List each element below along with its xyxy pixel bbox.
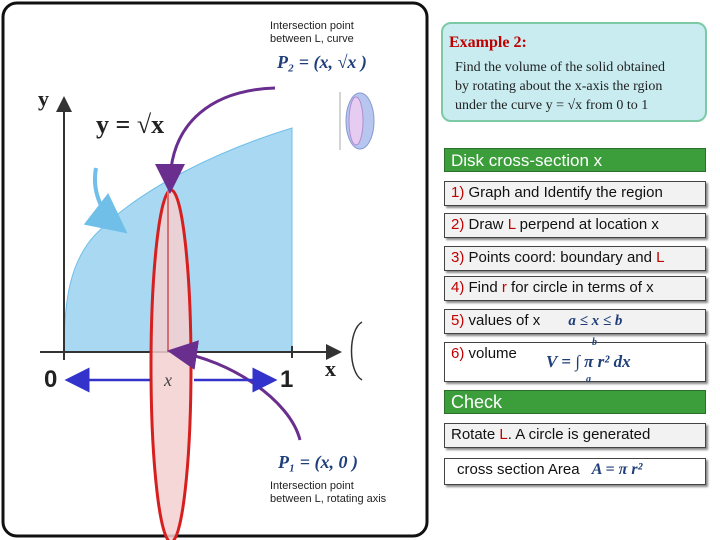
disk-cross-section — [149, 188, 193, 540]
curve-equation: y = √x — [96, 110, 165, 139]
step-4-box: 4) Find r for circle in terms of x — [444, 276, 706, 301]
rotate-text-a: Rotate — [451, 426, 500, 443]
x-location-label: x — [164, 370, 172, 390]
step-5-number: 5) — [451, 312, 465, 329]
top-intersection-label: Intersection point between L, curve — [270, 20, 354, 46]
example-line-3: under the curve y = √x from 0 to 1 — [455, 98, 649, 113]
example-line-2: by rotating about the x-axis the rgion — [455, 79, 663, 94]
rotation-arc — [350, 321, 363, 381]
step-6-text: volume — [468, 345, 517, 362]
p2-label: P₂ = (x, √x ) — [277, 52, 367, 72]
bottom-label-line-1: Intersection point — [270, 480, 354, 492]
solid-thumbnail — [339, 92, 375, 150]
example-line-1: Find the volume of the solid obtained — [455, 60, 665, 75]
step-6-number: 6) — [451, 345, 465, 362]
step-5-text: values of x — [468, 312, 541, 329]
step-3-box: 3) Points coord: boundary and L — [444, 246, 706, 271]
diagram-frame — [1, 1, 429, 538]
step-1-number: 1) — [451, 184, 465, 201]
step-3-text: Points coord: boundary and — [468, 249, 657, 266]
step-6-box: 6) volume — [444, 342, 706, 382]
step-4-number: 4) — [451, 279, 465, 296]
top-label-line-1: Intersection point — [270, 20, 354, 32]
volume-lower-limit: a — [586, 374, 591, 385]
check-header: Check — [444, 390, 706, 414]
step-4-text-b: for circle in terms of x — [506, 279, 654, 296]
step-4-text-a: Find — [468, 279, 502, 296]
step-2-text-a: Draw — [468, 216, 508, 233]
rotate-highlight: L — [499, 426, 508, 443]
top-label-line-2: between L, curve — [270, 33, 354, 45]
arrow-to-curve — [83, 167, 128, 234]
area-box: cross section Area A = π r² — [444, 458, 706, 485]
one-label: 1 — [280, 366, 294, 393]
step-5-box: 5) values of x a ≤ x ≤ b — [444, 309, 706, 334]
step-3-number: 3) — [451, 249, 465, 266]
step-2-number: 2) — [451, 216, 465, 233]
disk-header: Disk cross-section x — [444, 148, 706, 172]
arrow-to-p2 — [155, 86, 276, 194]
volume-upper-limit: b — [592, 337, 597, 348]
step-2-highlight: L — [507, 216, 516, 233]
bottom-label-line-2: between L, rotating axis — [270, 493, 387, 505]
area-formula: A = π r² — [591, 461, 643, 478]
step-4-highlight: r — [501, 279, 507, 296]
zero-label: 0 — [44, 366, 58, 393]
step-3-highlight: L — [656, 249, 665, 266]
step-2-text-b: perpend at location x — [515, 216, 659, 233]
p1-label: P₁ = (x, 0 ) — [278, 452, 359, 472]
area-text: cross section Area — [457, 461, 580, 478]
example-text: Find the volume of the solid obtained by… — [455, 58, 665, 115]
step-1-box: 1) Graph and Identify the region — [444, 181, 706, 206]
bounds-formula: a ≤ x ≤ b — [568, 313, 623, 329]
volume-formula: V = ∫ π r² dx — [546, 352, 631, 371]
x-axis-label: x — [325, 356, 336, 381]
y-axis-label: y — [38, 86, 49, 111]
rotate-text-b: . A circle is generated — [507, 426, 651, 443]
step-2-box: 2) Draw L perpend at location x — [444, 213, 706, 238]
rotate-box: Rotate L. A circle is generated — [444, 423, 706, 448]
bottom-intersection-label: Intersection point between L, rotating a… — [270, 480, 386, 506]
example-card: Example 2: Find the volume of the solid … — [441, 22, 707, 122]
step-1-text: Graph and Identify the region — [468, 184, 663, 201]
example-title: Example 2: — [449, 34, 527, 51]
